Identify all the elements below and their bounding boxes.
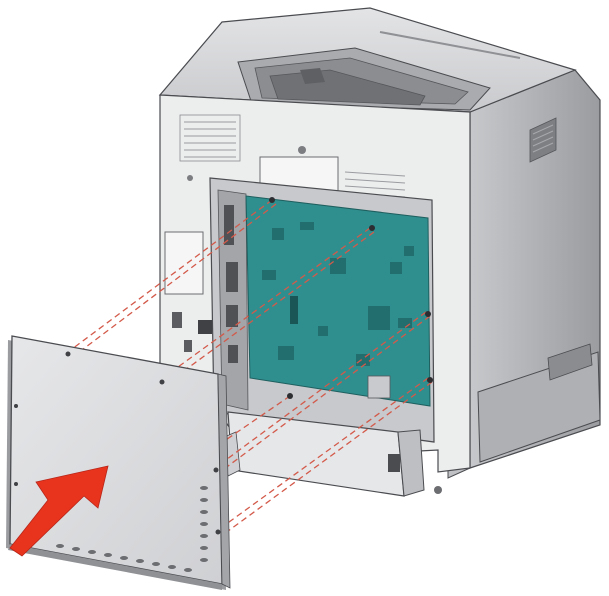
screw-icon — [425, 311, 431, 317]
board-chip — [398, 318, 412, 328]
rear-port — [172, 312, 182, 328]
board-chip — [300, 222, 314, 230]
board-chip — [330, 258, 346, 274]
screw-icon — [213, 467, 219, 473]
board-chip — [272, 228, 284, 240]
screw-icon — [215, 529, 221, 535]
connector-port — [226, 262, 238, 292]
connector-port — [226, 305, 238, 327]
rear-port — [187, 175, 193, 181]
duplex-unit — [221, 411, 425, 497]
board-chip — [318, 326, 328, 336]
board-chip — [404, 246, 414, 256]
controller-board — [245, 195, 431, 407]
rear-logo — [298, 146, 306, 154]
screw-icon — [14, 404, 18, 408]
side-tray — [477, 343, 601, 463]
rear-port — [184, 340, 192, 352]
board-connector — [367, 375, 391, 399]
shield-vent-holes — [56, 486, 208, 572]
rear-vent-left — [179, 114, 241, 162]
controller-board-shield — [6, 335, 231, 590]
screw-alignment-lines — [67, 199, 433, 535]
screw-icon — [427, 377, 433, 383]
board-chip — [262, 270, 276, 280]
screw-icon — [269, 197, 275, 203]
screw-icon — [65, 351, 71, 357]
board-chip — [368, 306, 390, 330]
output-bin — [237, 47, 491, 111]
board-chip — [390, 262, 402, 274]
shield-screw-holes — [14, 351, 221, 535]
printer-side-panel — [447, 69, 601, 479]
board-chip — [356, 354, 370, 366]
screw-icon — [369, 225, 375, 231]
connector-port — [224, 205, 234, 245]
side-vent — [529, 117, 557, 163]
rear-port-label — [164, 231, 204, 295]
screw-icon — [159, 379, 165, 385]
screw-icon — [287, 393, 293, 399]
connector-port — [228, 345, 238, 363]
board-chip — [278, 346, 294, 360]
screw-icon — [14, 482, 18, 486]
install-direction-arrow-icon — [9, 465, 109, 557]
printer-foot — [434, 486, 442, 494]
board-screws — [269, 197, 433, 399]
duplex-port — [388, 454, 400, 472]
board-chip — [290, 296, 298, 324]
connector-port — [198, 320, 212, 334]
printer-top — [158, 7, 577, 113]
